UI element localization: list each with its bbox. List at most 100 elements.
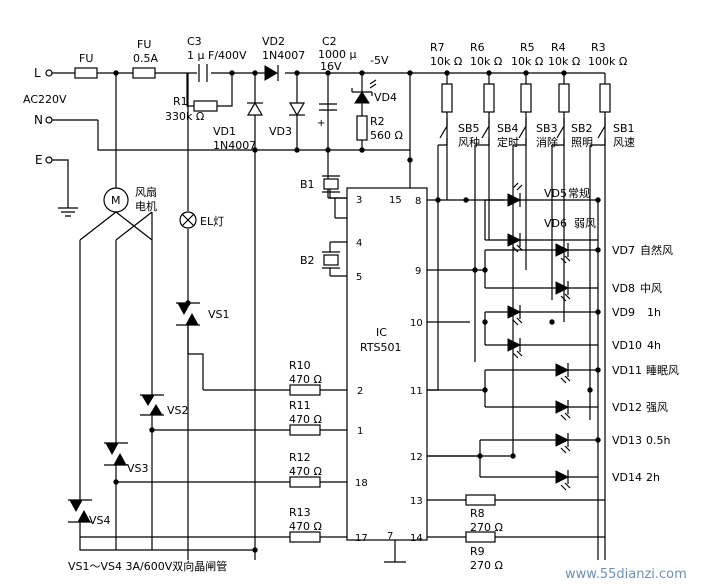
svg-text:C2: C2	[322, 35, 337, 48]
svg-text:R1: R1	[173, 95, 188, 108]
svg-text:R5: R5	[520, 41, 535, 54]
svg-text:FU: FU	[137, 38, 151, 51]
supply-label: -5V	[370, 54, 389, 67]
svg-text:R7: R7	[430, 41, 445, 54]
capacitor-c3: C3 1 μ F/400V	[187, 35, 247, 82]
led-vd8: VD8 中风	[555, 281, 662, 302]
svg-text:定时: 定时	[497, 135, 519, 149]
wiring	[49, 72, 606, 562]
svg-text:11: 11	[410, 386, 423, 397]
resistor-r3: R3 100k Ω	[588, 41, 627, 113]
svg-text:R12: R12	[289, 451, 311, 464]
svg-text:VD8: VD8	[612, 282, 635, 295]
triac-footnote: VS1～VS4 3A/600V双向晶闸管	[68, 559, 227, 573]
led-vd12: VD12 强风	[555, 400, 668, 421]
svg-text:VD14: VD14	[612, 471, 642, 484]
svg-text:VS1: VS1	[208, 308, 230, 321]
svg-text:L: L	[34, 66, 41, 80]
svg-text:R8: R8	[470, 507, 485, 520]
svg-text:12: 12	[410, 452, 423, 463]
svg-text:照明: 照明	[571, 136, 593, 149]
svg-text:R11: R11	[289, 399, 311, 412]
svg-text:10k Ω: 10k Ω	[511, 55, 543, 68]
svg-text:15: 15	[389, 195, 402, 206]
svg-text:SB3: SB3	[536, 122, 558, 135]
diode-vd3: VD3	[269, 102, 306, 138]
svg-text:+: +	[317, 118, 325, 129]
diode-vd1: VD1 1N4007	[213, 101, 264, 152]
svg-text:VD9: VD9	[612, 306, 635, 319]
svg-text:强风: 强风	[646, 401, 668, 414]
led-vd11: VD11 睡眠风	[555, 363, 679, 384]
svg-text:7: 7	[387, 531, 393, 542]
svg-text:B1: B1	[300, 178, 315, 191]
svg-text:R13: R13	[289, 506, 311, 519]
svg-text:IC: IC	[376, 326, 387, 339]
led-vd13: VD13 0.5h	[555, 433, 670, 454]
svg-text:M: M	[111, 194, 121, 207]
led-vd6: VD6 弱风	[507, 217, 596, 253]
zener-diode-vd4: VD4	[351, 79, 397, 104]
svg-text:14: 14	[410, 533, 423, 544]
led-vd5: VD5 常规	[507, 182, 590, 207]
svg-text:5: 5	[356, 272, 362, 283]
svg-text:1N4007: 1N4007	[262, 49, 305, 62]
svg-text:睡眠风: 睡眠风	[646, 364, 679, 377]
terminal-n: N	[34, 113, 53, 127]
svg-text:RTS501: RTS501	[360, 341, 402, 354]
svg-text:470 Ω: 470 Ω	[289, 520, 322, 533]
svg-text:1000 μ: 1000 μ	[318, 48, 357, 61]
resistor-r13: R13 470 Ω	[289, 506, 322, 543]
svg-text:消除: 消除	[536, 135, 558, 149]
svg-text:2h: 2h	[646, 471, 660, 484]
svg-text:0.5h: 0.5h	[646, 434, 670, 447]
svg-text:0.5A: 0.5A	[133, 52, 158, 65]
triac-vs2: VS2	[140, 394, 189, 417]
resistor-r5: R5 10k Ω	[511, 41, 543, 113]
resistor-r7: R7 10k Ω	[430, 41, 462, 113]
junction-dots	[113, 70, 601, 553]
terminal-e: E	[35, 153, 53, 167]
ic-pin-1: 1	[357, 426, 363, 437]
resistor-r10: R10 470 Ω	[289, 359, 322, 396]
svg-text:10k Ω: 10k Ω	[470, 55, 502, 68]
svg-text:VD12: VD12	[612, 401, 642, 414]
resistor-r4: R4 10k Ω	[548, 41, 580, 113]
svg-text:8: 8	[415, 196, 421, 207]
svg-text:R6: R6	[470, 41, 485, 54]
svg-text:VD4: VD4	[374, 91, 397, 104]
svg-text:SB4: SB4	[497, 122, 519, 135]
resistor-r8: R8 270 Ω	[465, 494, 503, 534]
terminal-l: L	[34, 66, 53, 80]
svg-text:常规: 常规	[568, 186, 590, 200]
watermark: www.55dianzi.com	[565, 567, 687, 582]
svg-text:470 Ω: 470 Ω	[289, 413, 322, 426]
svg-text:VD7: VD7	[612, 244, 635, 257]
svg-text:EL灯: EL灯	[200, 215, 224, 228]
resistor-r6: R6 10k Ω	[470, 41, 502, 113]
svg-text:VD6: VD6	[544, 217, 567, 230]
fuse-2: FU 0.5A	[132, 38, 158, 79]
svg-text:VD1: VD1	[213, 125, 236, 138]
svg-text:N: N	[34, 113, 43, 127]
diode-vd2: VD2 1N4007	[262, 35, 305, 81]
svg-text:330k Ω: 330k Ω	[165, 110, 204, 123]
ground-icon	[58, 207, 78, 217]
svg-text:10: 10	[410, 318, 423, 329]
svg-text:VS2: VS2	[167, 404, 189, 417]
svg-text:13: 13	[410, 496, 423, 507]
svg-text:电机: 电机	[135, 199, 157, 213]
svg-text:E: E	[35, 153, 43, 167]
svg-text:10k Ω: 10k Ω	[548, 55, 580, 68]
fan-motor: M 风扇 电机	[103, 185, 157, 213]
svg-text:VD5: VD5	[544, 187, 567, 200]
resistor-r12: R12 470 Ω	[289, 451, 322, 488]
svg-text:VS3: VS3	[127, 462, 149, 475]
svg-text:VD3: VD3	[269, 125, 292, 138]
lamp-el: EL灯	[179, 211, 224, 229]
led-vd14: VD14 2h	[555, 470, 660, 491]
switch-sb5: SB5 风种	[438, 118, 480, 149]
svg-text:SB2: SB2	[571, 122, 593, 135]
led-vd9: VD9 1h	[507, 305, 661, 326]
